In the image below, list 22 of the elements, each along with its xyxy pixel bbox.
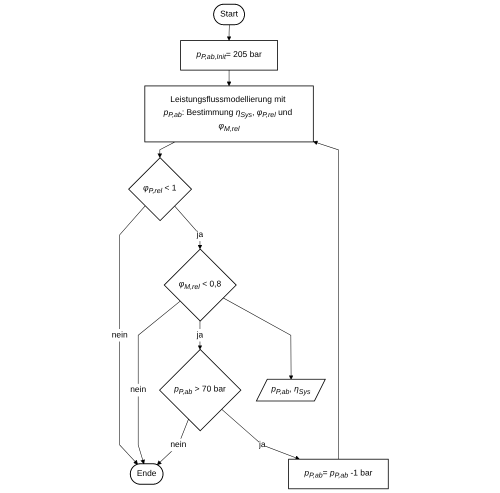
edge-label: ja bbox=[196, 330, 204, 340]
node-diamond: φ$_{P,rel}$ < 1 bbox=[128, 157, 192, 222]
edge-label: nein bbox=[112, 330, 128, 340]
arrow bbox=[226, 24, 232, 41]
edge-label: nein bbox=[170, 440, 186, 450]
arrow bbox=[138, 300, 180, 464]
arrow bbox=[174, 206, 202, 250]
edge-label: ja bbox=[196, 230, 204, 240]
node-diamond: φ$_{M,rel}$ < 0,8 bbox=[164, 248, 237, 322]
arrow bbox=[221, 408, 300, 460]
node-diamond: p$_{P,ab}$ > 70 bar bbox=[159, 348, 242, 432]
arrow bbox=[313, 140, 339, 460]
node-box: Leistungsflussmodellierung mit p$_{P,ab}$: Bestimmung η$_{Sys}$, φ$_{P,rel}$ und φ$_{M,rel}$ bbox=[144, 86, 314, 142]
arrow bbox=[158, 142, 176, 158]
arrow bbox=[226, 70, 232, 86]
node-box: p$_{P,ab,Init}$= 205 bar bbox=[180, 40, 278, 71]
edge-label: nein bbox=[130, 385, 146, 394]
arrow bbox=[222, 298, 294, 380]
node-box: p$_{P,ab}$= p$_{P,ab}$ -1 bar bbox=[288, 458, 389, 490]
arrow bbox=[156, 419, 189, 466]
edge-label: ja bbox=[259, 440, 266, 450]
arrow bbox=[119, 206, 146, 465]
